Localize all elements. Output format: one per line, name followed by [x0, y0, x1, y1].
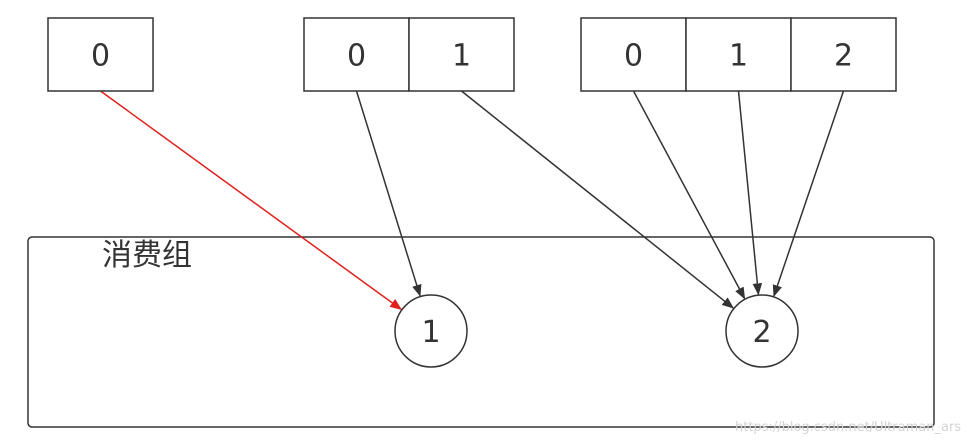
partition-cell-label: 2: [834, 39, 853, 74]
partition-cell: [303, 17, 410, 92]
consumer-circle: [394, 294, 468, 368]
consumer-circle: [725, 294, 799, 368]
consumer-2: 2: [725, 294, 799, 368]
partition-cell: [408, 17, 515, 92]
partition-group-0: 0: [47, 17, 154, 92]
assignment-arrow: [772, 90, 845, 298]
consumer-label: 2: [752, 315, 771, 350]
partition-cell: [685, 17, 792, 92]
partition-cell: [47, 17, 154, 92]
assignment-edges: [100, 90, 845, 310]
consumer-group-title: 消费组: [102, 238, 192, 273]
partition-cell-label: 1: [729, 39, 748, 74]
assignment-arrow: [632, 90, 746, 300]
partition-cell-label: 1: [452, 39, 471, 74]
partition-cell-label: 0: [91, 39, 110, 74]
consumer-group-box: [27, 236, 935, 428]
assignment-arrow: [461, 90, 735, 309]
consumer-label: 1: [421, 315, 440, 350]
watermark: https://blog.csdn.net/Ultraman_ars: [735, 420, 961, 435]
partition-cell: [790, 17, 897, 92]
assignment-arrow: [100, 90, 403, 310]
partition-cell-label: 0: [347, 39, 366, 74]
consumer-group: 消费组: [27, 236, 935, 428]
consumer-1: 1: [394, 294, 468, 368]
assignment-arrow: [737, 90, 763, 296]
partition-group-2: 0 1 2: [580, 17, 897, 92]
partition-cell-label: 0: [624, 39, 643, 74]
assignment-arrow: [355, 90, 422, 297]
